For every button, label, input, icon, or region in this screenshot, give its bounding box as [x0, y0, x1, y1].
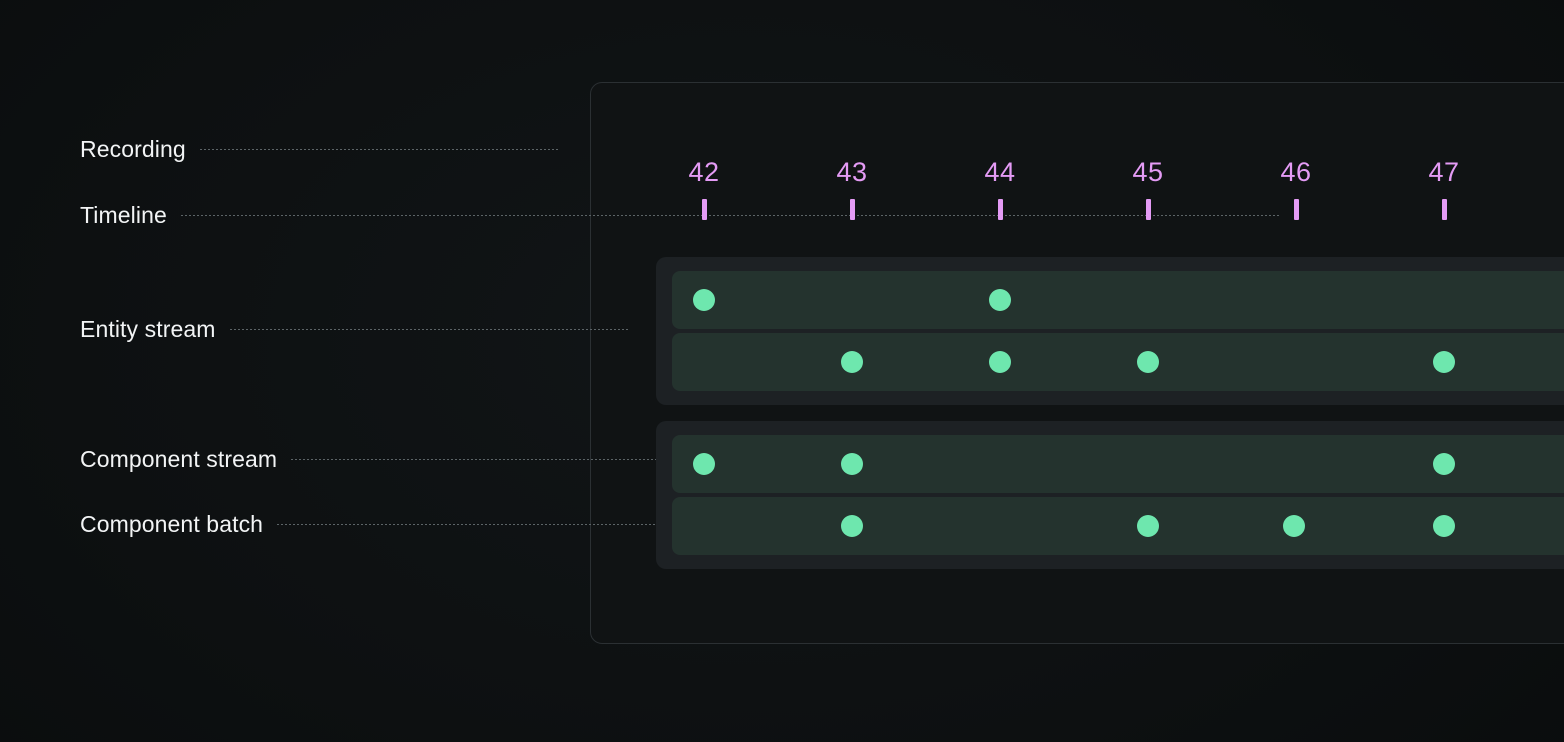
leader-line: [199, 148, 560, 150]
timeline-tick-46[interactable]: 46: [1266, 155, 1326, 220]
event-marker-dot[interactable]: [1433, 351, 1455, 373]
annotation-label: Entity stream: [80, 316, 216, 342]
annotation-entity-stream: Entity stream: [80, 316, 630, 342]
annotation-timeline: Timeline: [80, 202, 1281, 228]
annotation-label: Component stream: [80, 446, 278, 472]
timeline-ruler[interactable]: 42 43 44 45 46 47: [590, 155, 1564, 235]
event-marker-dot[interactable]: [841, 453, 863, 475]
event-marker-dot[interactable]: [1283, 515, 1305, 537]
event-marker-dot[interactable]: [1433, 515, 1455, 537]
tick-mark-icon: [701, 199, 707, 220]
event-marker-dot[interactable]: [841, 515, 863, 537]
annotation-label: Component batch: [80, 511, 264, 537]
tick-label: 43: [836, 157, 868, 187]
track-group-entity-stream-group: [656, 257, 1564, 405]
annotation-recording: Recording: [80, 136, 560, 162]
event-marker-dot[interactable]: [693, 453, 715, 475]
timeline-tick-42[interactable]: 42: [674, 155, 734, 220]
tick-mark-icon: [1293, 199, 1299, 220]
event-marker-dot[interactable]: [1137, 515, 1159, 537]
timeline-tick-47[interactable]: 47: [1414, 155, 1474, 220]
timeline-tick-43[interactable]: 43: [822, 155, 882, 220]
tick-label: 46: [1280, 157, 1312, 187]
tick-label: 45: [1132, 157, 1164, 187]
tick-mark-icon: [997, 199, 1003, 220]
leader-line: [180, 214, 1281, 216]
leader-line: [229, 328, 630, 330]
track-row-component-stream-row[interactable]: [672, 435, 1564, 493]
event-marker-dot[interactable]: [989, 351, 1011, 373]
track-row-entity-row-1[interactable]: [672, 271, 1564, 329]
timeline-tick-44[interactable]: 44: [970, 155, 1030, 220]
track-row-entity-row-2[interactable]: [672, 333, 1564, 391]
timeline-tick-45[interactable]: 45: [1118, 155, 1178, 220]
track-group-component-stream-group: [656, 421, 1564, 569]
annotation-label: Recording: [80, 136, 186, 162]
tick-label: 42: [688, 157, 720, 187]
tick-label: 47: [1428, 157, 1460, 187]
tick-mark-icon: [1145, 199, 1151, 220]
event-marker-dot[interactable]: [1137, 351, 1159, 373]
event-marker-dot[interactable]: [693, 289, 715, 311]
tick-mark-icon: [1441, 199, 1447, 220]
event-marker-dot[interactable]: [1433, 453, 1455, 475]
track-row-component-batch-row[interactable]: [672, 497, 1564, 555]
tick-mark-icon: [849, 199, 855, 220]
tick-label: 44: [984, 157, 1016, 187]
event-marker-dot[interactable]: [841, 351, 863, 373]
event-marker-dot[interactable]: [989, 289, 1011, 311]
annotation-label: Timeline: [80, 202, 167, 228]
